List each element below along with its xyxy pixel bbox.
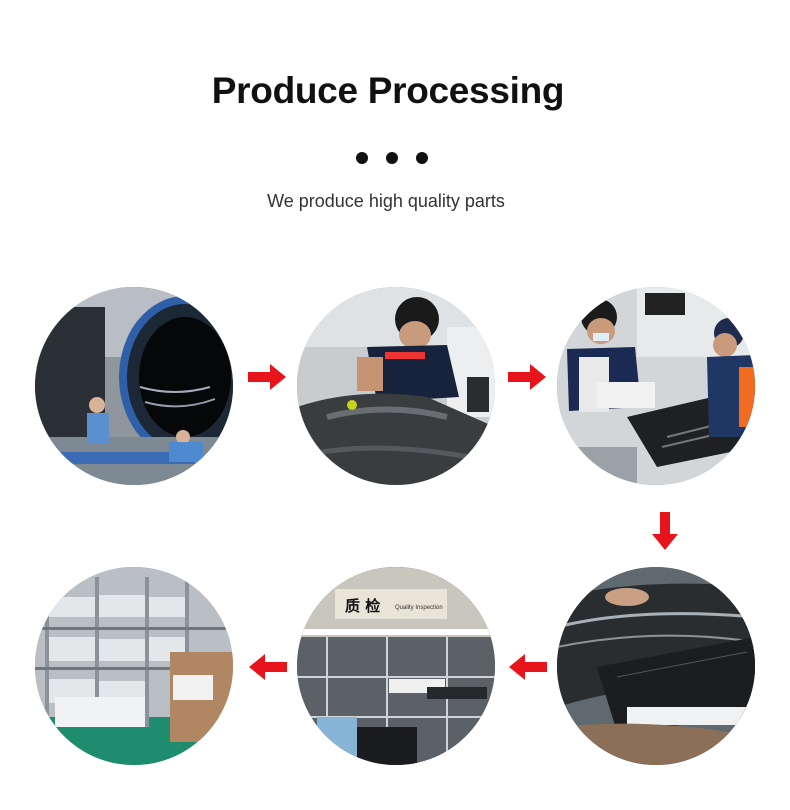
quality-inspection-photo: 质 检 Quality Inspection	[297, 567, 495, 765]
arrow-down-icon	[652, 512, 678, 550]
layup-worker-photo	[297, 287, 495, 485]
arrow-left-icon	[249, 654, 287, 680]
arrow-right-icon	[508, 364, 546, 390]
divider-dot	[386, 152, 398, 164]
page-title: Produce Processing	[211, 70, 565, 111]
page-subtitle: We produce high quality parts	[267, 191, 505, 211]
warehouse-photo	[35, 567, 233, 765]
divider-dot	[356, 152, 368, 164]
title-dots-divider	[354, 152, 434, 166]
polishing-workers-photo	[557, 287, 755, 485]
divider-dot	[416, 152, 428, 164]
arrow-left-icon	[509, 654, 547, 680]
carbon-sheet-photo	[557, 567, 755, 765]
autoclave-photo	[35, 287, 233, 485]
quality-sign-text: 质 检	[345, 597, 380, 615]
arrow-right-icon	[248, 364, 286, 390]
quality-sign-subtext: Quality Inspection	[395, 605, 443, 611]
